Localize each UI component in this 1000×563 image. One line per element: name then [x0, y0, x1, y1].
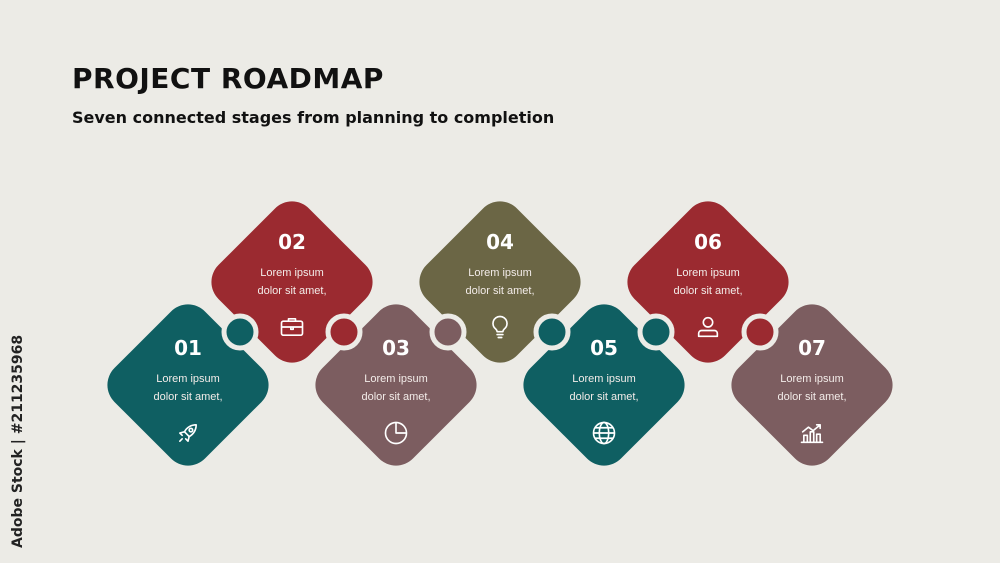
bar-chart-icon: [722, 419, 902, 447]
stage-number: 07: [798, 336, 826, 360]
pie-chart-icon: [306, 419, 486, 447]
connector-04-05: [533, 313, 571, 351]
connector-03-04: [429, 313, 467, 351]
stage-number: 01: [174, 336, 202, 360]
connector-05-06: [637, 313, 675, 351]
lightbulb-icon: [410, 313, 590, 341]
stage-number: 02: [278, 230, 306, 254]
connector-02-03: [325, 313, 363, 351]
page-title: PROJECT ROADMAP: [72, 62, 384, 95]
connector-01-02: [221, 313, 259, 351]
connector-06-07: [741, 313, 779, 351]
briefcase-icon: [202, 313, 382, 341]
user-icon: [618, 313, 798, 341]
stage-number: 03: [382, 336, 410, 360]
globe-icon: [514, 419, 694, 447]
stage-number: 06: [694, 230, 722, 254]
rocket-icon: [98, 419, 278, 447]
stage-number: 05: [590, 336, 618, 360]
stage-number: 04: [486, 230, 514, 254]
page-subtitle: Seven connected stages from planning to …: [72, 108, 555, 127]
watermark-text: Adobe Stock | #211235968: [10, 334, 26, 548]
